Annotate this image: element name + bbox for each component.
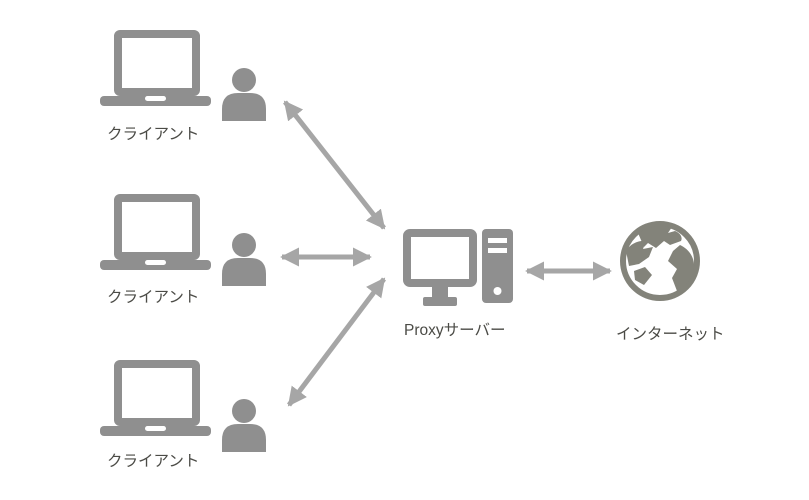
- internet-label: インターネット: [616, 326, 725, 343]
- client-3-label: クライアント: [107, 453, 200, 470]
- client-1-label: クライアント: [107, 126, 200, 143]
- arrow-client3-proxy: [287, 277, 386, 407]
- laptop-icon: [100, 360, 211, 436]
- globe-icon: [620, 221, 700, 301]
- user-icon: [222, 233, 266, 286]
- proxy-label: Proxyサーバー: [404, 322, 506, 339]
- arrow-client1-proxy: [283, 100, 386, 230]
- laptop-icon: [100, 194, 211, 270]
- desktop-computer-icon: [403, 229, 513, 306]
- user-icon: [222, 399, 266, 452]
- user-icon: [222, 68, 266, 121]
- laptop-icon: [100, 30, 211, 106]
- client-2-label: クライアント: [107, 289, 200, 306]
